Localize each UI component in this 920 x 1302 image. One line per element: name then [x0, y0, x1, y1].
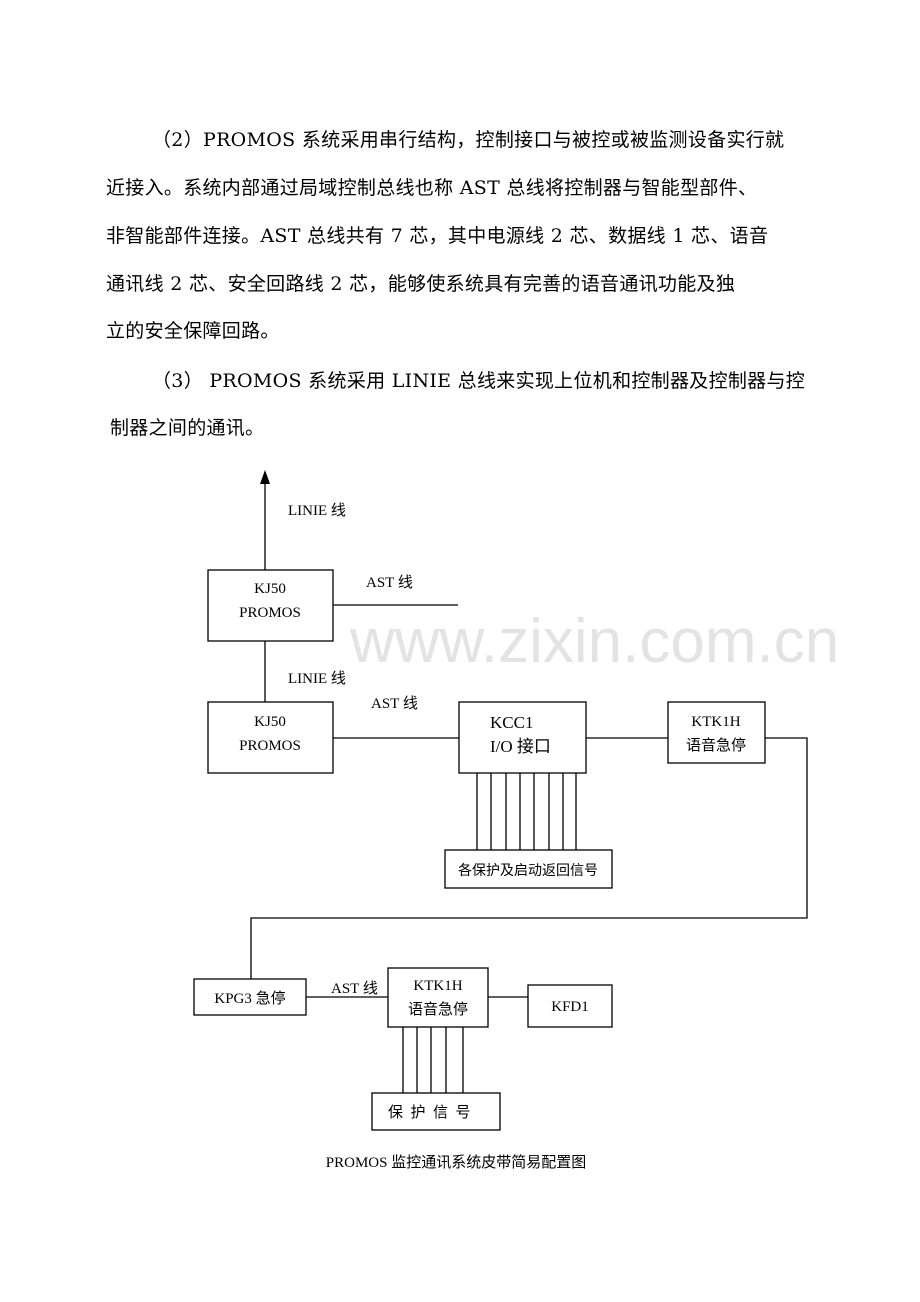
- ktk1h-bottom-box: [387, 967, 489, 1028]
- diagram-caption: PROMOS 监控通讯系统皮带简易配置图: [326, 1154, 586, 1171]
- box-label: PROMOS: [239, 605, 301, 621]
- ast-label-bottom: AST 线: [331, 980, 378, 997]
- text-line: 非智能部件连接。AST 总线共有 7 芯，其中电源线 2 芯、数据线 1 芯、语…: [106, 225, 769, 247]
- box-label: KTK1H: [691, 714, 740, 730]
- text-line: （2）PROMOS 系统采用串行结构，控制接口与被控或被监测设备实行就: [152, 129, 785, 151]
- box-label: KJ50: [254, 581, 286, 597]
- box-label: PROMOS: [239, 738, 301, 754]
- watermark: www.zixin.com.cn: [349, 607, 839, 676]
- box-label: I/O 接口: [490, 737, 551, 756]
- text-line: 制器之间的通讯。: [110, 417, 265, 439]
- box-label: KPG3 急停: [214, 990, 285, 1007]
- text-line: 立的安全保障回路。: [106, 320, 280, 342]
- signals-top-box: [444, 849, 613, 889]
- signals-bottom-box: [371, 1092, 501, 1131]
- box-label: KJ50: [254, 714, 286, 730]
- ktk1h-top-box: [667, 701, 766, 764]
- text-line: 近接入。系统内部通过局域控制总线也称 AST 总线将控制器与智能型部件、: [106, 177, 758, 199]
- ast-return-line: [250, 737, 808, 979]
- kfd1-box: [527, 984, 613, 1028]
- ast-label-mid: AST 线: [371, 695, 418, 712]
- box-label: 各保护及启动返回信号: [458, 863, 598, 879]
- arrow-up-icon: [260, 470, 270, 484]
- text-line: （3） PROMOS 系统采用 LINIE 总线来实现上位机和控制器及控制器与控: [152, 370, 806, 392]
- linie-label-mid: LINIE 线: [288, 670, 346, 687]
- linie-label-top: LINIE 线: [288, 502, 346, 519]
- box-label: KFD1: [551, 999, 589, 1015]
- box-label: KCC1: [490, 713, 533, 732]
- ast-label-top: AST 线: [366, 574, 413, 591]
- box-label: 保 护 信 号: [388, 1104, 471, 1121]
- text-line: 通讯线 2 芯、安全回路线 2 芯，能够使系统具有完善的语音通讯功能及独: [106, 273, 736, 295]
- signal-wires-top: [476, 773, 577, 850]
- box-label: KTK1H: [413, 978, 462, 994]
- box-label: 语音急停: [408, 1001, 468, 1018]
- box-label: 语音急停: [686, 737, 746, 754]
- signal-wires-bottom: [402, 1027, 464, 1093]
